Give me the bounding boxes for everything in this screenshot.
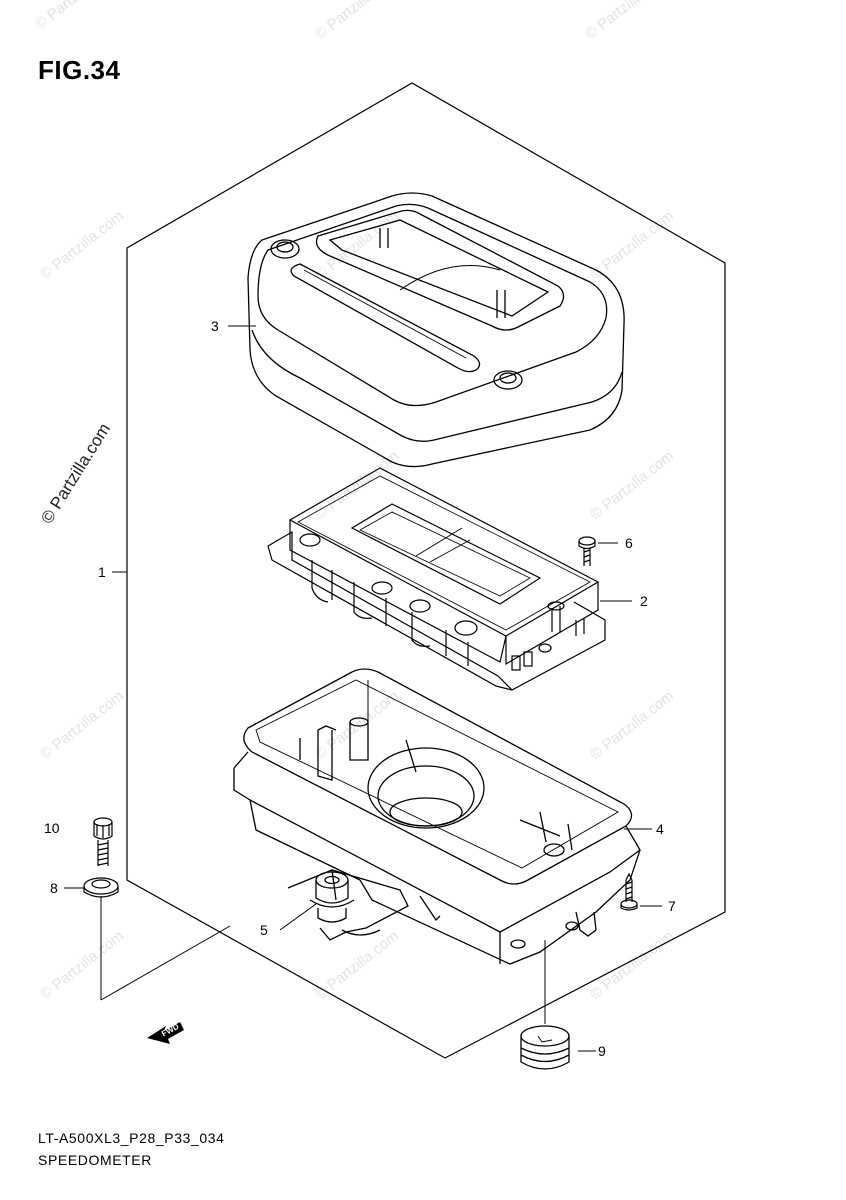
- callout-1: 1: [98, 564, 106, 580]
- watermark: © Partzilla.com: [37, 928, 127, 1004]
- watermark: © Partzilla.com: [312, 928, 402, 1004]
- watermark: © Partzilla.com: [582, 0, 672, 43]
- watermark: © Partzilla.com: [587, 208, 677, 284]
- part-cushion: [520, 1025, 570, 1070]
- part-screw-7: [620, 872, 638, 911]
- assembly-outline: [126, 82, 726, 1059]
- watermark: © Partzilla.com: [312, 0, 402, 43]
- watermark: © Partzilla.com: [587, 928, 677, 1004]
- callout-2: 2: [640, 593, 648, 609]
- part-screw-6: [578, 536, 596, 566]
- assembly-name: SPEEDOMETER: [38, 1152, 152, 1168]
- watermarks: © Partzilla.com © Partzilla.com © Partzi…: [32, 0, 677, 1003]
- leader-lines: [64, 325, 662, 1052]
- watermark: © Partzilla.com: [37, 208, 127, 284]
- watermark-dark: © Partzilla.com: [37, 420, 114, 527]
- watermark: © Partzilla.com: [587, 688, 677, 764]
- callout-3: 3: [211, 318, 219, 334]
- part-bolt: [93, 817, 113, 866]
- callout-5: 5: [260, 922, 268, 938]
- model-code: LT-A500XL3_P28_P33_034: [38, 1130, 225, 1146]
- watermark: © Partzilla.com: [312, 448, 402, 524]
- part-meter-unit: [267, 467, 606, 691]
- part-washer: [83, 877, 119, 898]
- watermark: © Partzilla.com: [587, 448, 677, 524]
- callout-numbers: 1 2 3 4 5 6 7 8 9 10: [44, 318, 676, 1059]
- callout-8: 8: [50, 880, 58, 896]
- part-meter-cover: [247, 192, 625, 468]
- callout-9: 9: [598, 1043, 606, 1059]
- figure-title: FIG.34: [38, 55, 121, 85]
- callout-10: 10: [44, 820, 60, 836]
- watermark: © Partzilla.com: [32, 0, 122, 33]
- callout-7: 7: [668, 898, 676, 914]
- part-grommet: [309, 871, 355, 923]
- callout-4: 4: [656, 821, 664, 837]
- fwd-arrow-icon: FWD: [147, 1022, 184, 1044]
- part-meter-case: [233, 668, 641, 965]
- watermark: © Partzilla.com: [37, 688, 127, 764]
- callout-6: 6: [625, 535, 633, 551]
